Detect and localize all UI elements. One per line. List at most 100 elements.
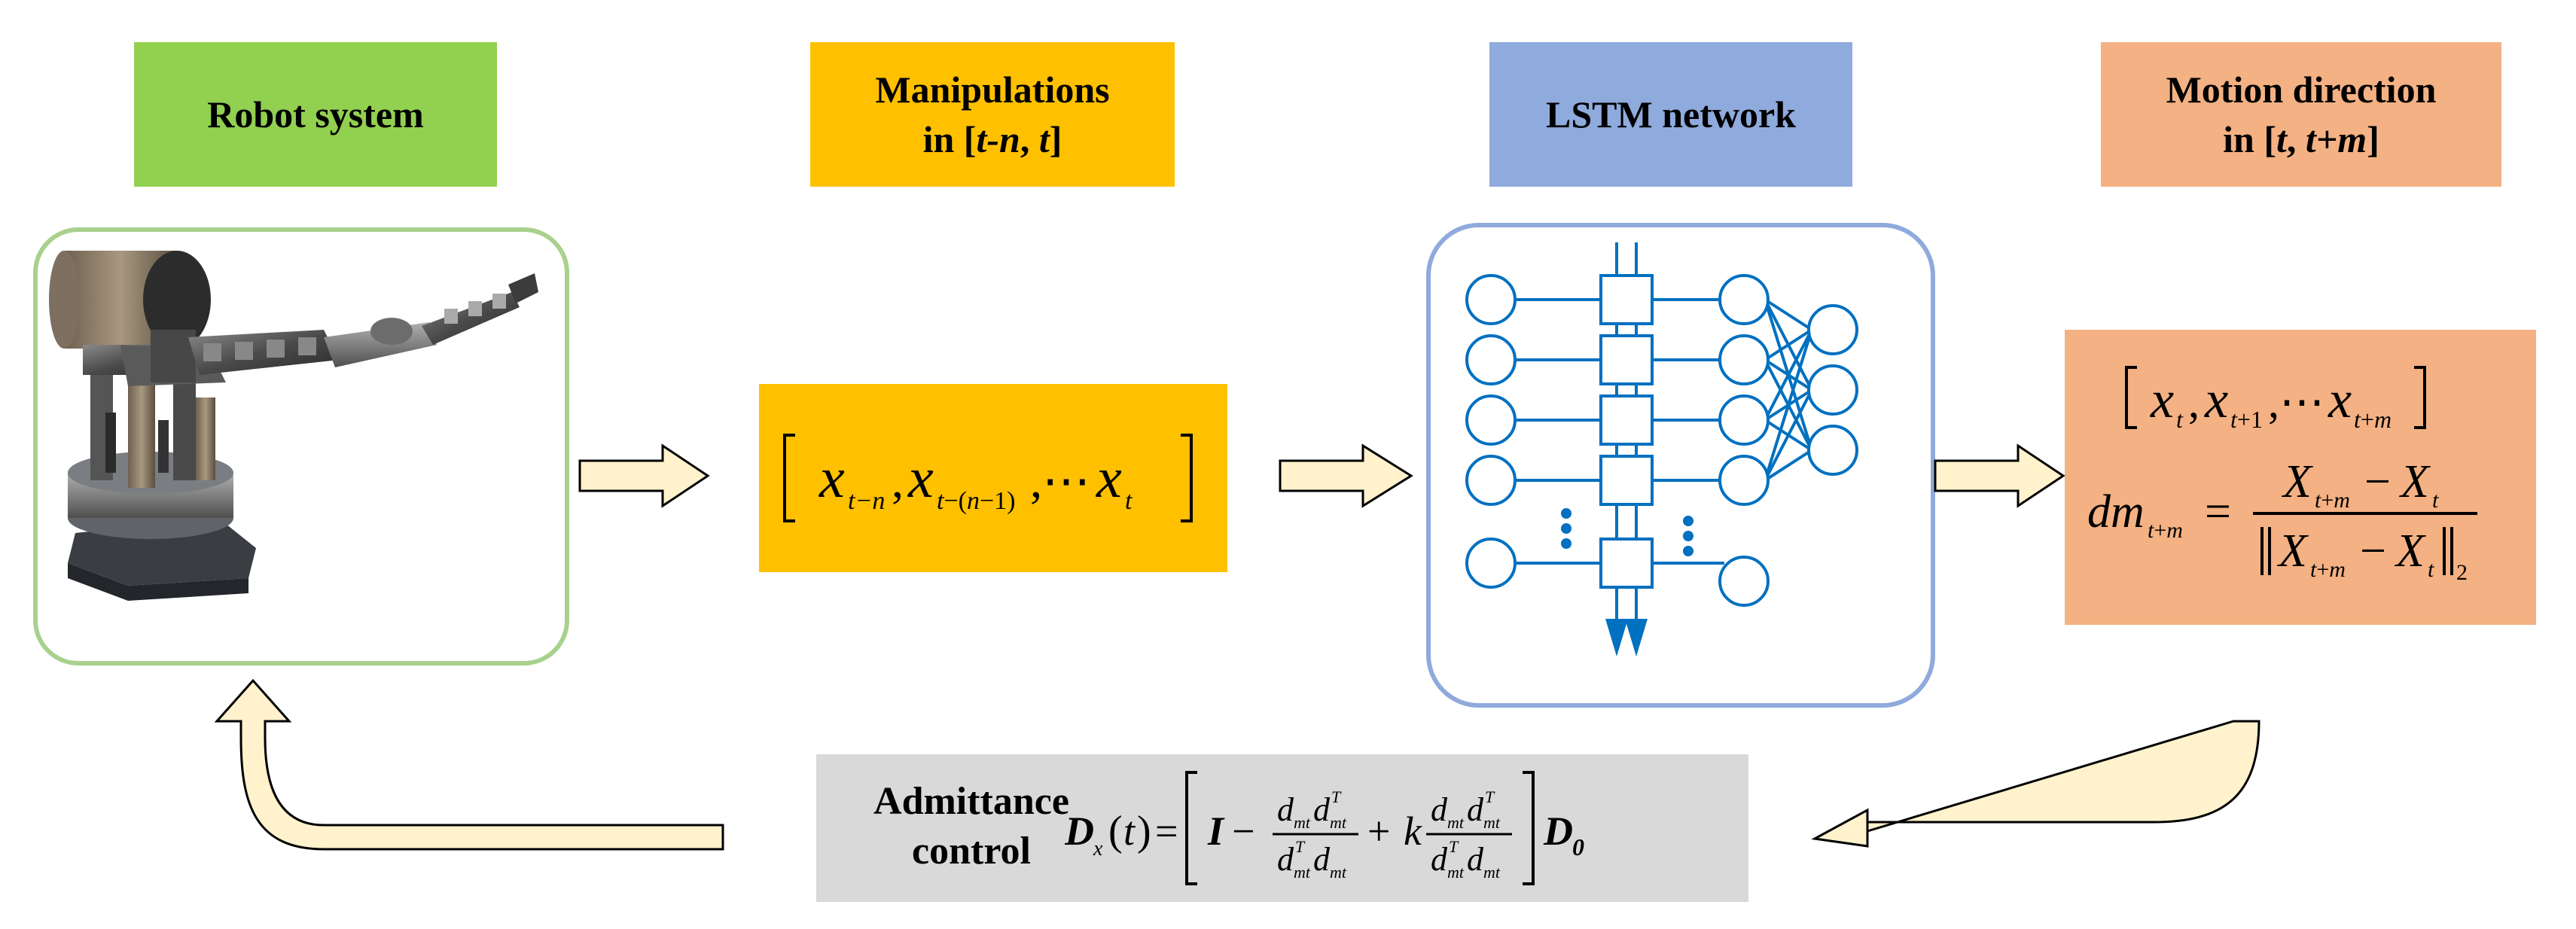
- svg-text:d: d: [1313, 791, 1331, 828]
- svg-text:,⋯: ,⋯: [2268, 377, 2324, 427]
- arrow-motion-to-admittance: [1811, 720, 2260, 848]
- header-robot-system-text: Robot system: [207, 93, 424, 136]
- header-manipulations-line1: Manipulations: [875, 69, 1110, 111]
- svg-text:d: d: [1467, 841, 1484, 878]
- svg-text:−: −: [1232, 809, 1254, 854]
- svg-text:t−n: t−n: [848, 487, 885, 515]
- svg-text:mt: mt: [1330, 813, 1347, 832]
- svg-text:t+m: t+m: [2310, 557, 2346, 582]
- svg-text:T: T: [1449, 837, 1459, 856]
- comma: ,: [2286, 118, 2306, 160]
- admittance-label-line2: control: [912, 830, 1031, 873]
- svg-text:T: T: [1331, 787, 1342, 806]
- header-manipulations: Manipulations in [t-n, t]: [810, 42, 1175, 187]
- svg-text:mt: mt: [1294, 813, 1311, 832]
- svg-text:t+m: t+m: [2315, 488, 2350, 513]
- header-motion-line1: Motion direction: [2166, 69, 2437, 111]
- var-t-n: t-n: [976, 118, 1020, 160]
- svg-text:x: x: [907, 446, 934, 510]
- svg-text:d: d: [1431, 791, 1448, 828]
- manipulation-sequence-formula: x t−n , x t−(n−1) ,⋯ x t: [783, 434, 1193, 522]
- svg-text:mt: mt: [1447, 813, 1465, 832]
- admittance-formula: D x ( t ) = I − d mt d mt T d mt T d: [1065, 771, 1584, 885]
- var-t: t: [1038, 118, 1050, 160]
- header-manipulations-line2: in [t-n, t]: [923, 114, 1062, 164]
- motion-direction-formula: x t , x t+1 ,⋯ x t+m dm t+m = X t+m − X …: [2087, 366, 2477, 585]
- svg-text:mt: mt: [1294, 863, 1311, 882]
- svg-text:mt: mt: [1447, 863, 1465, 882]
- svg-text:−: −: [2360, 525, 2386, 577]
- svg-text:X: X: [2276, 525, 2309, 577]
- svg-text:x: x: [1096, 446, 1122, 510]
- svg-text:x: x: [2204, 371, 2228, 429]
- svg-text:x: x: [819, 446, 845, 510]
- admittance-control-box: Admittance control D x ( t ) = I − d mt …: [816, 754, 1748, 902]
- header-motion-line2: in [t, t+m]: [2223, 114, 2379, 164]
- svg-text:d: d: [1277, 841, 1294, 878]
- svg-text:(: (: [1108, 808, 1123, 854]
- svg-text:T: T: [1485, 787, 1495, 806]
- svg-text:=: =: [2205, 486, 2231, 538]
- motion-direction-box: x t , x t+1 ,⋯ x t+m dm t+m = X t+m − X …: [2065, 330, 2536, 625]
- svg-text:X: X: [2394, 525, 2426, 577]
- bracket-open: in [: [2223, 118, 2276, 160]
- svg-text:k: k: [1404, 809, 1422, 854]
- svg-text:t−(n−1): t−(n−1): [937, 487, 1015, 515]
- var-t-plus-m: t+m: [2305, 118, 2367, 160]
- svg-text:t+1: t+1: [2230, 406, 2263, 433]
- svg-text:x: x: [2328, 371, 2352, 429]
- svg-text:d: d: [1467, 791, 1484, 828]
- svg-text:): ): [1137, 808, 1151, 854]
- lstm-frame: [1426, 223, 1935, 708]
- svg-text:X: X: [2398, 456, 2431, 507]
- bracket-close: ]: [2367, 118, 2379, 160]
- svg-text:t+m: t+m: [2148, 518, 2183, 543]
- svg-text:t: t: [2432, 488, 2439, 513]
- arrow-manipulations-to-lstm: [1279, 443, 1413, 508]
- svg-text:t: t: [2176, 406, 2184, 433]
- header-lstm-network: LSTM network: [1489, 42, 1852, 187]
- arrow-admittance-to-robot: [214, 678, 724, 851]
- manipulation-sequence-box: x t−n , x t−(n−1) ,⋯ x t: [759, 384, 1227, 572]
- svg-text:D: D: [1065, 809, 1094, 854]
- header-motion-direction: Motion direction in [t, t+m]: [2101, 42, 2501, 187]
- svg-text:,: ,: [892, 454, 904, 507]
- svg-text:X: X: [2281, 456, 2313, 507]
- svg-text:mt: mt: [1330, 863, 1347, 882]
- bracket-close: ]: [1049, 118, 1062, 160]
- svg-text:−: −: [2364, 456, 2391, 507]
- robot-frame: [33, 227, 569, 666]
- admittance-label-line1: Admittance: [873, 780, 1069, 823]
- svg-text:x: x: [1093, 837, 1103, 860]
- svg-text:t: t: [1125, 487, 1133, 515]
- admittance-label: Admittance control: [858, 777, 1084, 882]
- bracket-open: in [: [922, 118, 977, 160]
- svg-text:t: t: [1123, 809, 1136, 854]
- svg-text:mt: mt: [1483, 813, 1501, 832]
- svg-text:mt: mt: [1483, 863, 1501, 882]
- svg-text:=: =: [1155, 809, 1178, 854]
- svg-text:D: D: [1543, 809, 1573, 854]
- svg-text:d: d: [1313, 841, 1331, 878]
- arrow-robot-to-manipulations: [578, 443, 710, 508]
- svg-text:x: x: [2150, 371, 2174, 429]
- svg-text:I: I: [1207, 809, 1225, 854]
- svg-text:0: 0: [1572, 833, 1584, 860]
- comma: ,: [1020, 118, 1039, 160]
- header-robot-system: Robot system: [134, 42, 497, 187]
- svg-text:t: t: [2428, 557, 2434, 582]
- svg-text:dm: dm: [2087, 486, 2145, 538]
- lstm-network-diagram: [1465, 242, 1858, 656]
- svg-text:,: ,: [2188, 377, 2200, 427]
- var-t: t: [2276, 118, 2287, 160]
- header-lstm-network-text: LSTM network: [1546, 93, 1796, 136]
- svg-text:,⋯: ,⋯: [1030, 454, 1090, 507]
- svg-text:T: T: [1295, 837, 1306, 856]
- svg-text:t+m: t+m: [2354, 406, 2392, 433]
- svg-text:2: 2: [2456, 560, 2468, 585]
- svg-text:d: d: [1277, 791, 1294, 828]
- svg-text:d: d: [1431, 841, 1448, 878]
- svg-text:+: +: [1367, 809, 1390, 854]
- robot-arm-image: [49, 251, 538, 601]
